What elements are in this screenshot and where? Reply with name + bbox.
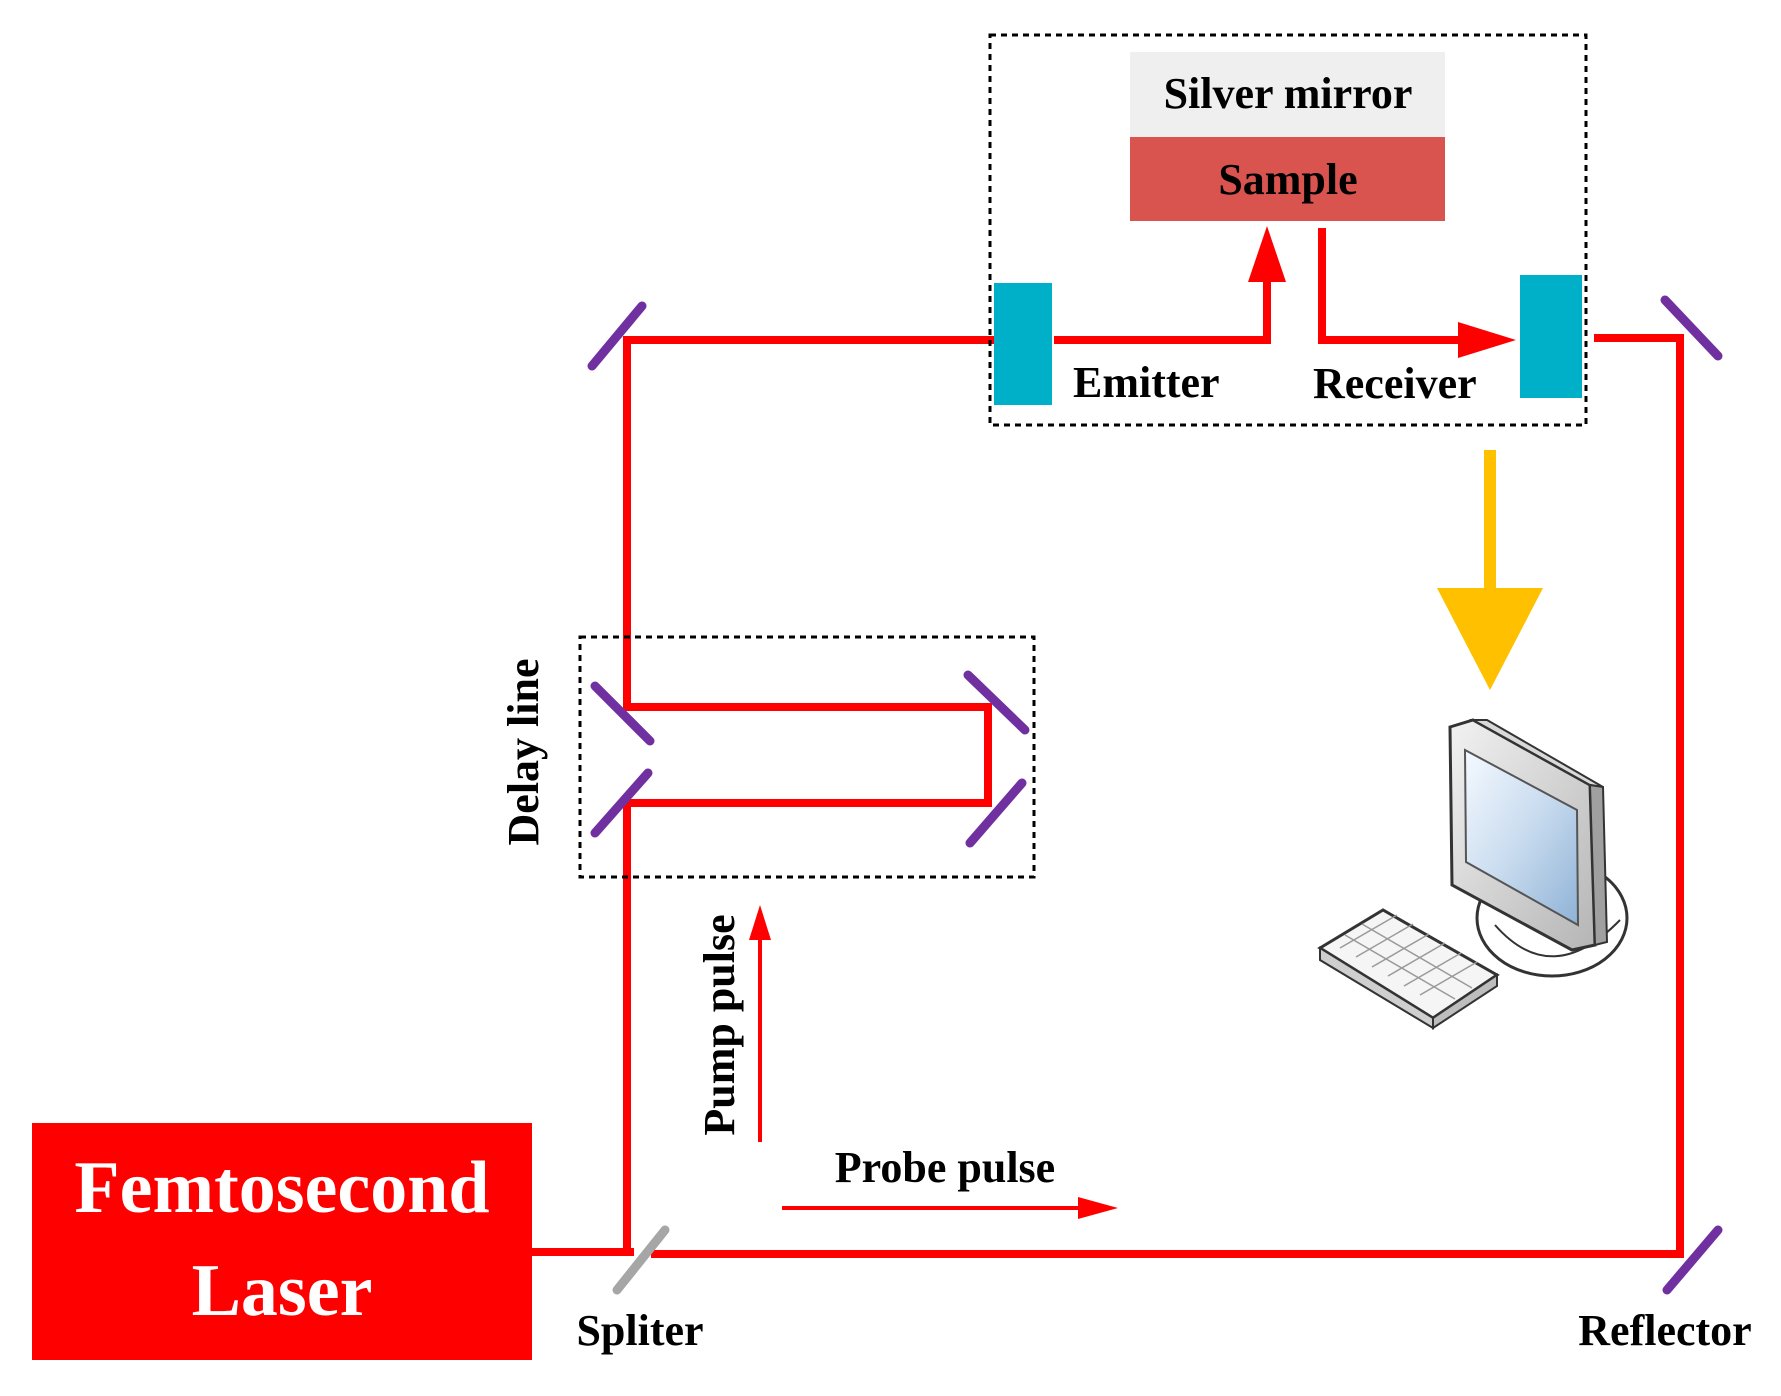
probe-pulse-arrow [782,1197,1118,1219]
mirror-delay-lower-right [965,778,1027,848]
beam-splitter [612,1225,670,1295]
delay-line-box [578,635,1036,879]
laser-box [32,1123,532,1360]
mirrors [587,295,1723,1295]
beam-sample-to-receiver [1318,228,1464,344]
beam-emitter-to-sample [1054,276,1271,344]
emitter-label: Emitter [1073,358,1220,407]
sample-chamber-box [988,33,1588,427]
laser-label-line2: Laser [192,1250,373,1332]
mirror-top-left [587,301,647,371]
receiver-label: Receiver [1313,359,1477,408]
arrowhead-to-sample [1248,226,1286,282]
silver-mirror-block [1130,52,1445,137]
mirror-delay-upper-left [590,681,655,746]
sample: Sample [1130,137,1445,221]
sample-block [1130,137,1445,221]
delay-line-label: Delay line [499,659,548,846]
spliter-label: Spliter [576,1306,703,1355]
arrowhead-to-receiver [1458,322,1516,358]
mirror-top-right [1660,295,1723,361]
reflector-label: Reflector [1578,1306,1751,1355]
sample-label: Sample [1218,155,1357,204]
laser-label-line1: Femtosecond [74,1147,489,1229]
emitter-antenna [994,283,1052,405]
signal-output-arrow [1437,450,1543,690]
mirror-bottom-right [1662,1225,1723,1295]
beam-paths [528,228,1684,1258]
desktop-computer-icon [1317,718,1629,1030]
beam-delay-loop [623,703,992,807]
pump-pulse-label: Pump pulse [695,914,744,1135]
femtosecond-laser: Femtosecond Laser [32,1123,532,1360]
pump-pulse-arrow [749,905,771,1142]
beam-pump-vertical-upper [623,336,994,711]
silver-mirror-label: Silver mirror [1164,69,1413,118]
mirror-delay-lower-left [590,768,653,838]
beam-probe-right [1594,334,1684,1258]
silver-mirror: Silver mirror [1130,52,1445,137]
receiver-antenna [1520,275,1582,398]
mirror-delay-upper-right [963,670,1030,735]
probe-pulse-label: Probe pulse [835,1143,1055,1192]
